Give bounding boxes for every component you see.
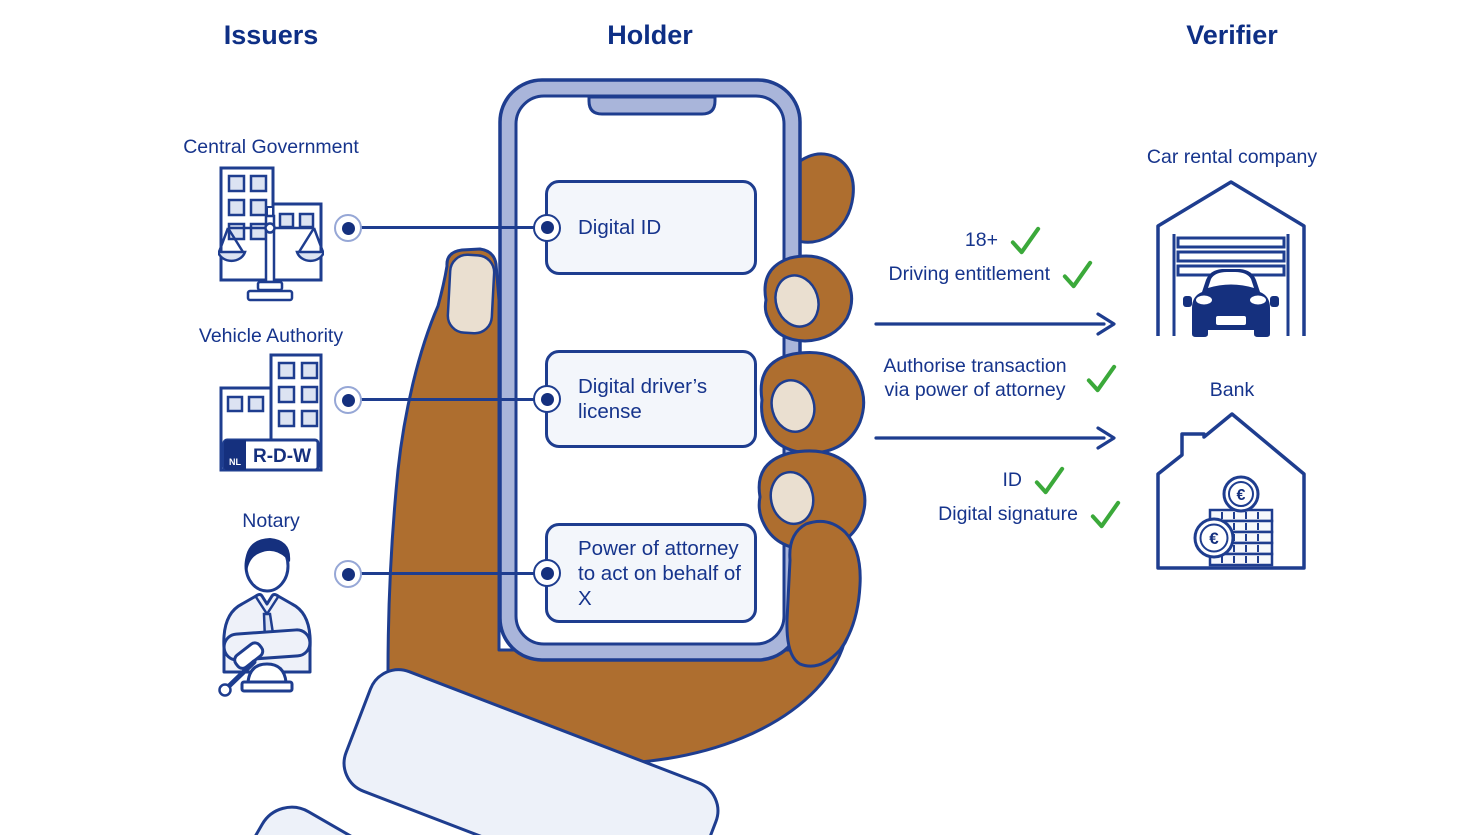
verification-label: ID [1002,469,1023,491]
connector-line-power-of-attorney [348,572,548,575]
verification-label: 18+ [964,229,998,251]
wallet-card-label: Power of attorney to act on behalf of X [578,536,741,610]
verification-signature: Digital signature [938,498,1122,531]
verification-label: Driving entitlement [888,263,1050,285]
notary-label: Notary [242,510,300,532]
connector-dot [533,385,561,413]
finger-nail [774,274,820,328]
license-plate-text: R-D-W [253,446,311,467]
verification-label: Authorise transaction via power of attor… [883,355,1067,402]
finger-nail [770,379,816,433]
connector-dot [533,559,561,587]
arrow-to-bank [874,426,1116,450]
verification-id: ID [1003,464,1067,497]
check-icon [1090,500,1121,529]
arrow-to-car-rental [874,312,1116,336]
finger-nail [769,470,815,526]
wallet-card-power-of-attorney: Power of attorney to act on behalf of X [533,523,757,623]
wallet-card-drivers-license: Digital driver’s license [533,350,757,448]
euro-coin-icon: € [1193,517,1235,559]
svg-text:€: € [1237,487,1246,504]
issuers-heading: Issuers [223,20,319,50]
finger-tip [785,519,862,668]
check-icon [1086,364,1117,393]
car-rental-garage-icon [1156,180,1306,337]
license-plate-country-band [224,440,246,470]
government-building-scales-icon [218,166,324,302]
check-icon [1062,260,1093,289]
check-icon [1010,226,1041,255]
holder-heading: Holder [607,20,693,50]
central-government-label: Central Government [183,136,359,158]
connector-dot [334,386,362,414]
phone-notch [587,95,717,116]
wallet-card-label: Digital ID [578,216,662,239]
bank-building-icon: € € [1156,412,1306,570]
connector-dot [334,560,362,588]
connector-dot [334,214,362,242]
wallet-card-label: Digital driver’s license [578,375,708,423]
thumb-nail [446,253,496,335]
verifier-heading: Verifier [1186,20,1278,50]
svg-text:€: € [1209,529,1219,548]
connector-dot [533,213,561,242]
bank-label: Bank [1209,379,1255,401]
wallet-card-digital-id: Digital ID [533,180,757,275]
verification-authorise: Authorise transaction via power of attor… [876,354,1118,403]
verification-age: 18+ [965,224,1042,257]
check-icon [1034,466,1065,495]
notary-person-icon [218,538,312,697]
car-rental-label: Car rental company [1146,146,1318,168]
vehicle-authority-building-icon: NL R-D-W [219,353,323,472]
hair [244,538,291,572]
finger-tip [793,152,855,244]
connector-line-drivers-license [348,398,548,401]
car-icon [1183,269,1279,337]
euro-coin-icon: € [1222,475,1260,513]
verification-label: Digital signature [938,503,1078,525]
vehicle-authority-label: Vehicle Authority [198,325,344,347]
license-plate-country: NL [229,457,241,467]
gavel-handle [225,659,257,690]
verification-driving: Driving entitlement [889,258,1094,291]
connector-line-digital-id [348,226,548,229]
shirt-cuff [342,668,720,835]
